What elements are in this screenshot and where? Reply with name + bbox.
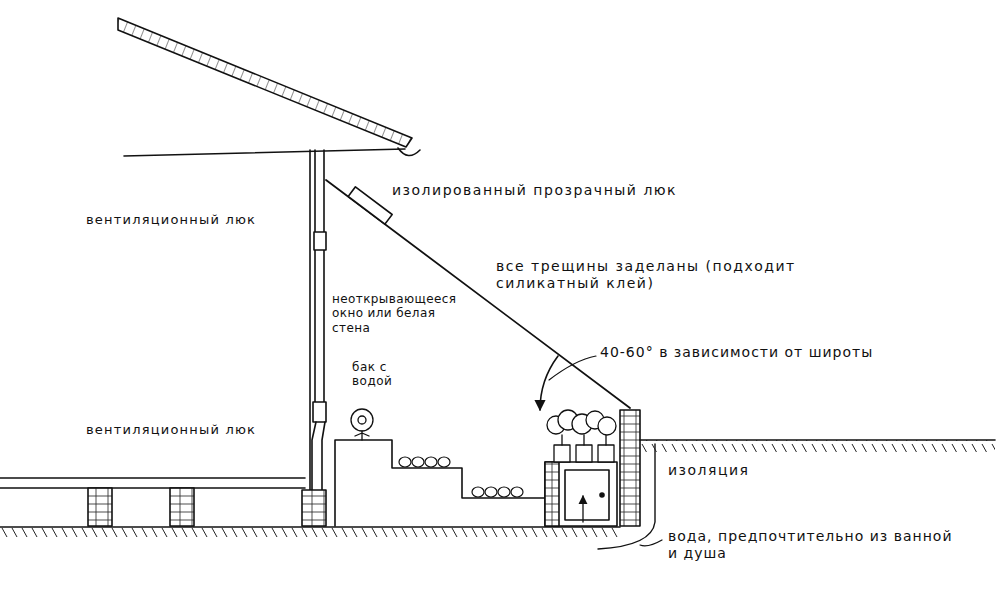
box-bricks: [545, 462, 559, 526]
box-door: [565, 470, 609, 520]
pier: [170, 488, 194, 526]
ground-line: [0, 526, 620, 528]
door-handle: [600, 493, 604, 497]
front-wall: [620, 410, 640, 526]
water-arrow: [582, 496, 583, 522]
ground-hatch: [640, 440, 995, 452]
callout-label: изоляция: [668, 462, 750, 479]
eave-soffit: [124, 149, 405, 156]
roof: [118, 18, 412, 147]
leader-line: [549, 356, 596, 380]
ground-hatch: [0, 527, 620, 539]
house-wall: [309, 150, 311, 525]
foundation: [302, 490, 326, 526]
callout-label: бак с водой: [352, 360, 422, 389]
leader-line: [640, 540, 662, 546]
callout-label: вода, предпочтительно из ванной и душа: [668, 528, 968, 562]
callout-label: все трещины заделаны (подходит силикатны…: [496, 258, 841, 292]
callout-label: вентиляционный люк: [86, 212, 256, 228]
transparent-hatch: [348, 187, 392, 224]
gutter: [398, 148, 420, 156]
callout-label: изолированный прозрачный люк: [392, 182, 677, 199]
pier: [88, 488, 112, 526]
vent-hatch: [314, 232, 326, 250]
vegetables: [399, 457, 523, 497]
downspout-elbow: [312, 422, 325, 490]
house-floor: [0, 478, 305, 488]
angle-arc: [540, 356, 558, 410]
flower: [351, 409, 373, 440]
ground-line: [640, 439, 995, 441]
callout-label: неоткрывающееся окно или белая стена: [332, 292, 464, 335]
vent-hatch: [313, 402, 326, 422]
downspout: [315, 150, 324, 405]
planting-steps: [335, 440, 545, 526]
callout-label: 40-60° в зависимости от широты: [600, 344, 873, 361]
callout-label: вентиляционный люк: [86, 422, 256, 438]
potted-plants: [547, 410, 616, 462]
glazing: [326, 180, 630, 408]
storage-box: [545, 462, 617, 526]
